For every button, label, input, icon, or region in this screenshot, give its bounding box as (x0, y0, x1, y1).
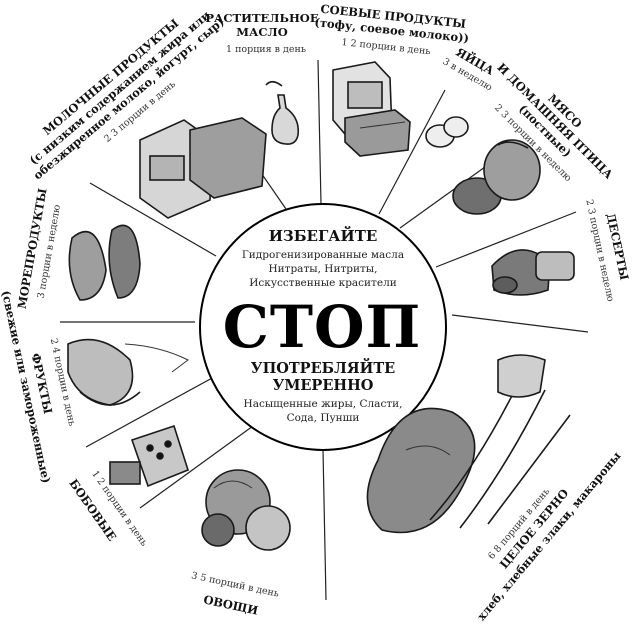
segment-title: РАСТИТЕЛЬНОЕ (205, 11, 318, 25)
segment-seafood-label: МОРЕПРОДУКТЫ 3 порции в неделю (15, 187, 63, 310)
vegetables-illustration (201, 469, 291, 551)
segment-eggs-label: ЯЙЦА 3 в неделю (441, 44, 498, 93)
divider-line (451, 314, 589, 333)
avoid-item: Искусственные красители (249, 277, 397, 289)
divider-line (139, 425, 254, 509)
segment-subtitle: 1 порция в день (226, 44, 306, 55)
divider-line (322, 449, 327, 601)
dairy-illustration (139, 117, 267, 219)
moderate-item: Насыщенные жиры, Сласти, (244, 398, 403, 410)
whole-grains-illustration (366, 354, 571, 534)
seafood-illustration (68, 224, 141, 301)
avoid-item: Нитраты, Нитриты, (269, 263, 378, 275)
soy-products-illustration (332, 61, 411, 157)
segment-subtitle: 1 2 порции в день (341, 37, 431, 57)
segment-title: ОВОЩИ (202, 592, 259, 617)
avoid-title: ИЗБЕГАЙТЕ (269, 226, 378, 245)
segment-desserts-label: ДЕСЕРТЫ 2 3 порции в неделю (583, 198, 631, 302)
segment-oil-label: РАСТИТЕЛЬНОЕ МАСЛО 1 порция в день (205, 11, 318, 55)
segment-vegetables-label: 3 5 порций в день ОВОЩИ (190, 570, 280, 617)
oil-bottle-illustration (265, 80, 300, 145)
segment-soy-label: СОЕВЫЕ ПРОДУКТЫ (тофу, соевое молоко)) 1… (314, 2, 470, 58)
divider-line (435, 211, 577, 268)
divider-line (85, 376, 215, 448)
center-circle (199, 203, 447, 451)
avoid-item: Гидрогенизированные масла (242, 249, 404, 261)
meat-poultry-illustration (452, 139, 541, 215)
desserts-illustration (491, 249, 575, 296)
legumes-illustration (109, 424, 189, 488)
segment-title: МАСЛО (236, 25, 287, 39)
fruits-illustration (67, 338, 189, 406)
moderate-title-line: УМЕРЕННО (273, 377, 374, 394)
stop-title: СТОП (223, 293, 422, 361)
divider-line (89, 182, 217, 257)
divider-line (317, 59, 322, 205)
moderate-item: Сода, Пунши (287, 412, 360, 424)
moderate-title-line: УПОТРЕБЛЯЙТЕ (251, 358, 395, 377)
eggs-illustration (425, 116, 469, 148)
divider-line (378, 89, 446, 215)
